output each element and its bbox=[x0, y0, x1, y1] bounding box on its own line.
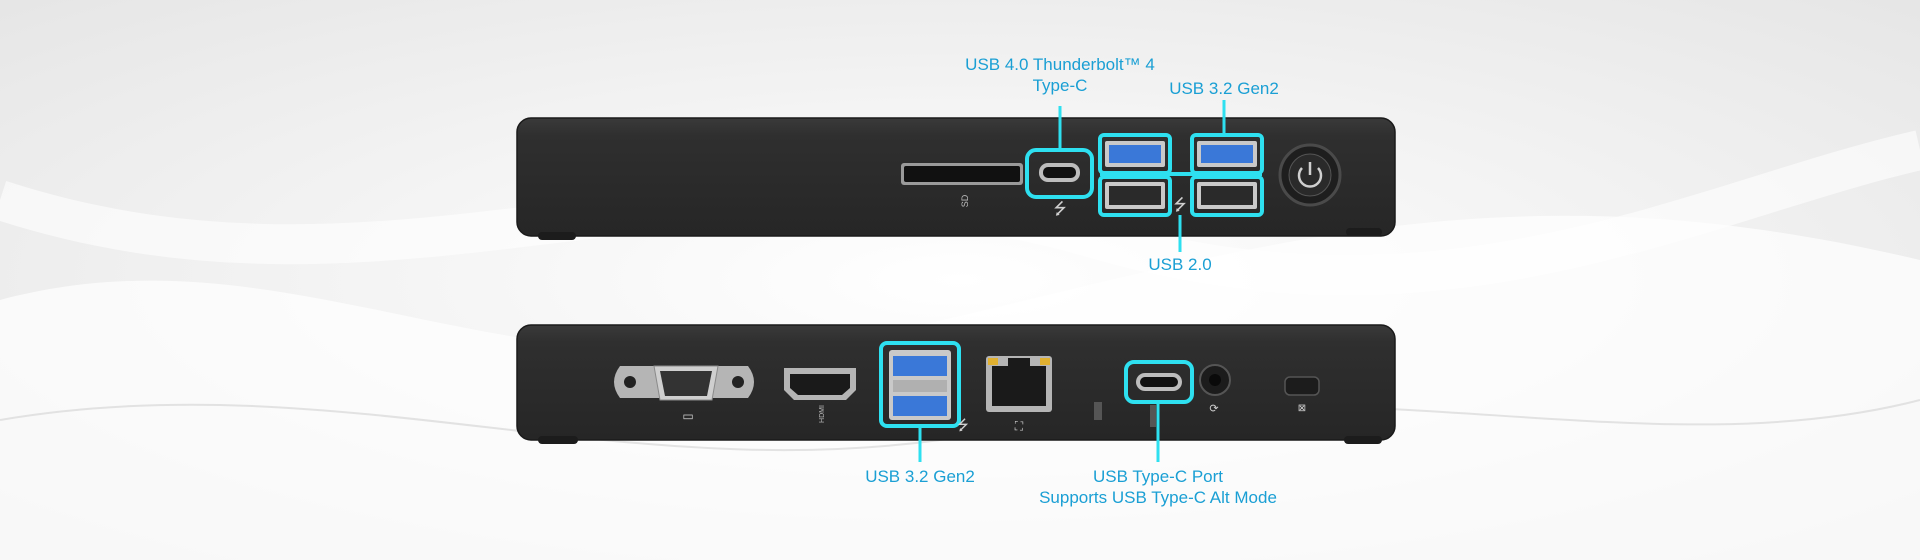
label-typec-line2: Supports USB Type-C Alt Mode bbox=[1039, 488, 1277, 507]
back-foot-right bbox=[1344, 436, 1382, 444]
audio-jack: ⟳ bbox=[1199, 364, 1231, 415]
typec-marking bbox=[1150, 405, 1156, 427]
power-button bbox=[1278, 143, 1342, 207]
label-usb20: USB 2.0 bbox=[1148, 255, 1212, 274]
headphone-icon: ⟳ bbox=[1209, 403, 1218, 415]
label-typec-line1: USB Type-C Port bbox=[1092, 467, 1224, 486]
label-typec: USB Type-C Port Supports USB Type-C Alt … bbox=[1020, 466, 1296, 508]
hdmi-port: HDMI bbox=[784, 368, 856, 423]
usb-icon: ⭍ bbox=[1053, 200, 1066, 218]
back-panel: ▭ HDMI ⭍ ⛶ bbox=[516, 324, 1396, 444]
usb-icon: ⭍ bbox=[1173, 196, 1186, 214]
lock-icon: ⊠ bbox=[1298, 403, 1306, 414]
back-usb-stack: ⭍ bbox=[879, 341, 969, 433]
sd-marking: SD bbox=[960, 194, 970, 207]
back-foot-left bbox=[538, 436, 578, 444]
dc-in-marking bbox=[1094, 402, 1102, 420]
usb-icon: ⭍ bbox=[957, 417, 969, 433]
front-foot-left bbox=[538, 232, 576, 240]
front-panel: SD ⭍ ⭍ bbox=[516, 117, 1396, 240]
security-lock-slot: ⊠ bbox=[1284, 376, 1320, 414]
ethernet-port: ⛶ bbox=[986, 356, 1052, 433]
network-icon: ⛶ bbox=[1014, 419, 1024, 433]
front-foot-right bbox=[1346, 228, 1382, 236]
hdmi-marking: HDMI bbox=[819, 405, 826, 423]
display-icon: ▭ bbox=[682, 409, 693, 423]
label-thunderbolt-line1: USB 4.0 Thunderbolt™ 4 bbox=[965, 55, 1155, 74]
label-thunderbolt-line2: Type-C bbox=[1032, 76, 1088, 95]
thunderbolt-port: ⭍ bbox=[1025, 148, 1094, 218]
label-usb32-back: USB 3.2 Gen2 bbox=[865, 467, 975, 486]
vga-port: ▭ bbox=[614, 365, 754, 423]
front-usb-group: ⭍ bbox=[1098, 133, 1264, 217]
label-usb32-front: USB 3.2 Gen2 bbox=[1169, 79, 1279, 98]
label-thunderbolt: USB 4.0 Thunderbolt™ 4 Type-C bbox=[960, 54, 1160, 96]
